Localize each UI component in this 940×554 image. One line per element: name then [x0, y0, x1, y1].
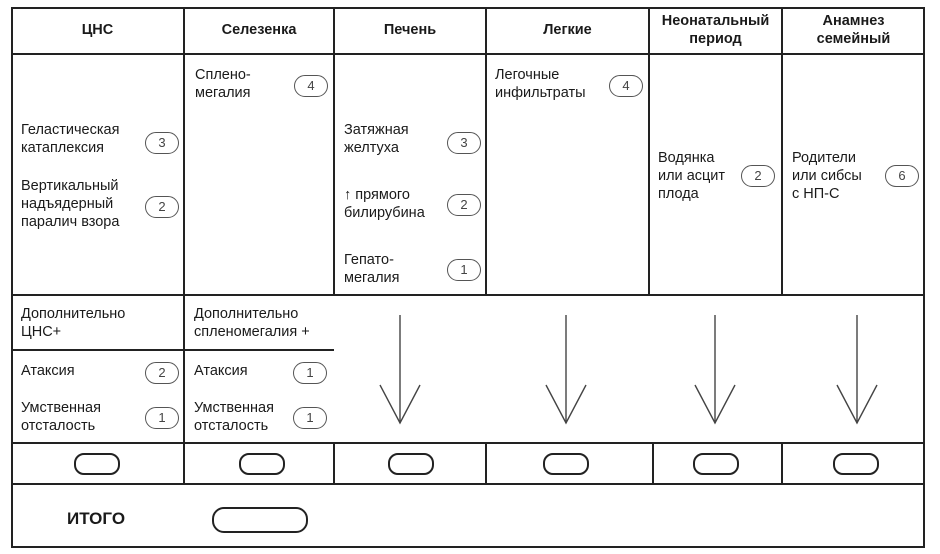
score-badge: 2 [145, 362, 179, 384]
sum-box-liver[interactable] [388, 453, 434, 475]
criterion-label: Атаксия [21, 363, 75, 379]
sum-box-neonatal[interactable] [693, 453, 739, 475]
scoring-form: ЦНС Селезенка Печень Легкие Неонатальный… [11, 7, 925, 548]
sum-box-spleen[interactable] [239, 453, 285, 475]
header-lungs: Легкие [543, 22, 592, 38]
score-badge: 2 [145, 196, 179, 218]
arrows [379, 315, 878, 425]
score-badge: 1 [145, 407, 179, 429]
criterion-label: Легочные инфильтраты [495, 67, 586, 101]
score-badge: 3 [145, 132, 179, 154]
header-family: Анамнез семейный [816, 13, 891, 47]
criterion-label: ↑ прямого билирубина [344, 187, 425, 221]
header-liver: Печень [383, 22, 437, 38]
additional-spleen-title: Дополнительно спленомегалия + [194, 306, 310, 340]
score-badge: 1 [293, 407, 327, 429]
score-badge: 3 [447, 132, 481, 154]
criterion-label: Умственная отсталость [21, 400, 101, 434]
criterion-label: Умственная отсталость [194, 400, 274, 434]
criterion-label: Затяжная желтуха [344, 122, 409, 156]
score-badge: 1 [447, 259, 481, 281]
header-cns: ЦНС [81, 22, 114, 38]
sum-box-lungs[interactable] [543, 453, 589, 475]
score-badge: 1 [293, 362, 327, 384]
score-badge: 2 [741, 165, 775, 187]
total-label: ИТОГО [67, 509, 126, 528]
header-neonatal: Неонатальный период [661, 13, 770, 47]
criterion-label: Вертикальный надъядерный паралич взора [21, 178, 120, 230]
score-badge: 4 [609, 75, 643, 97]
sum-box-family[interactable] [833, 453, 879, 475]
score-badge: 4 [294, 75, 328, 97]
criterion-label: Родители или сибсы с НП-С [792, 150, 862, 202]
total-box[interactable] [212, 507, 308, 533]
additional-cns-title: Дополнительно ЦНС+ [21, 306, 126, 340]
criterion-label: Атаксия [194, 363, 248, 379]
score-badge: 6 [885, 165, 919, 187]
score-badge: 2 [447, 194, 481, 216]
criterion-label: Сплено- мегалия [195, 67, 251, 101]
criterion-label: Водянка или асцит плода [658, 150, 726, 202]
criterion-label: Гепато- мегалия [344, 252, 400, 286]
header-spleen: Селезенка [221, 22, 297, 38]
sum-box-cns[interactable] [74, 453, 120, 475]
criterion-label: Геластическая катаплексия [21, 122, 120, 156]
table-grid [11, 7, 925, 548]
